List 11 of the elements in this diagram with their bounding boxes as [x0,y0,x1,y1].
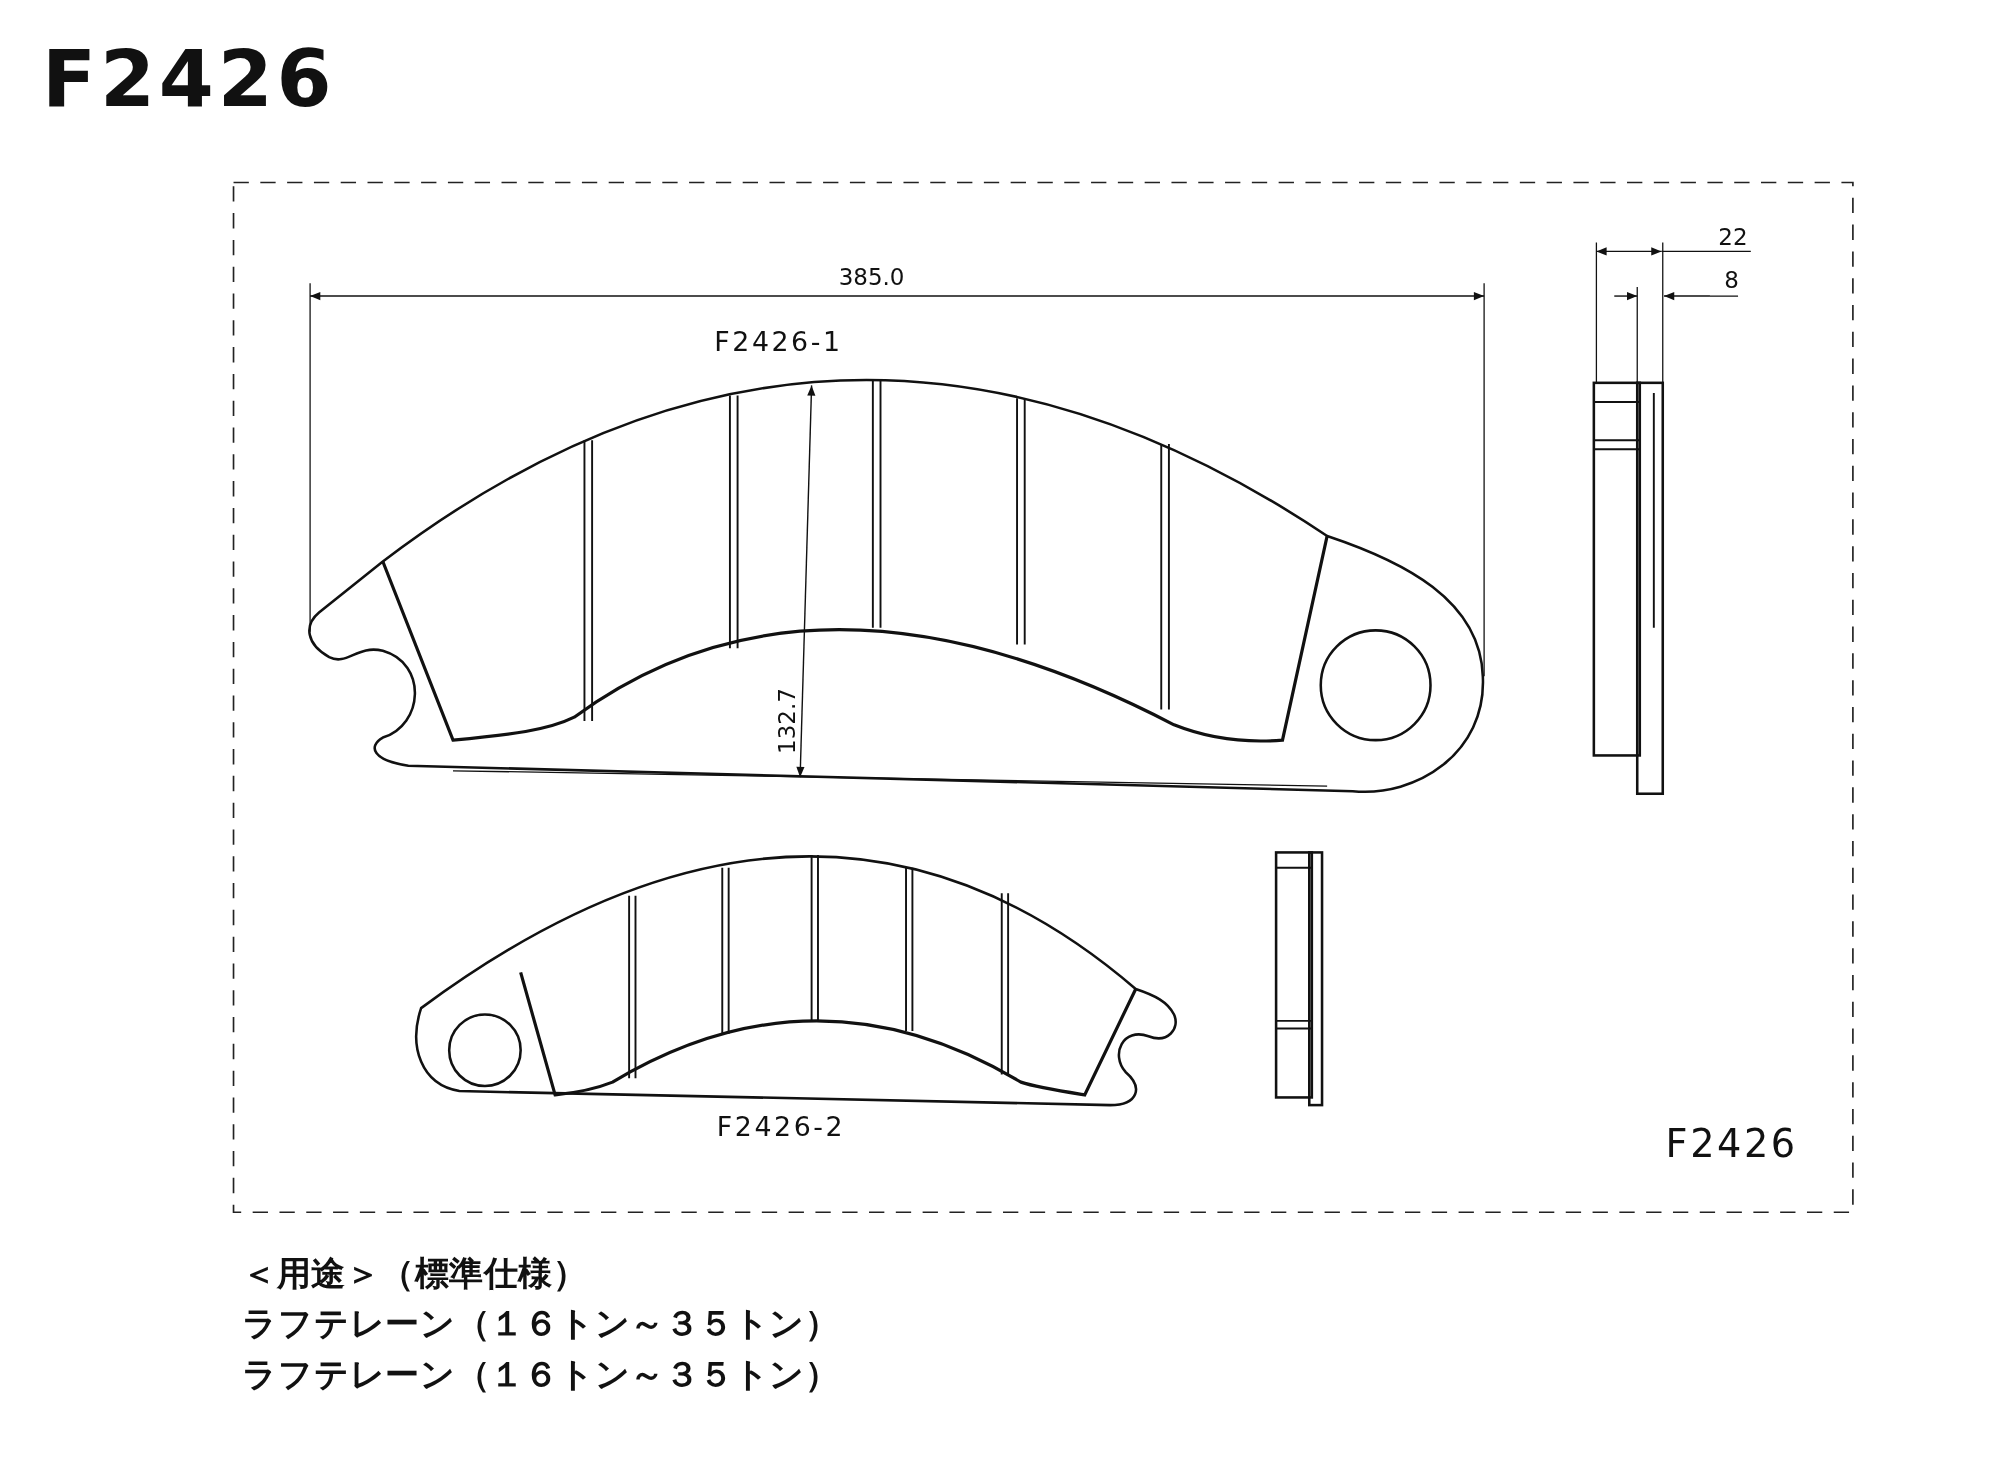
part-number: F2426-2 [716,1112,846,1143]
dimension-value: 385.0 [838,264,905,290]
dimension-value: 132.7 [774,688,800,754]
part-number: F2426-1 [714,327,843,358]
dimension-value: 8 [1724,268,1739,294]
page-title: F2426 [42,35,336,123]
usage-heading: ＜用途＞（標準仕様） [242,1254,587,1293]
usage-note: ラフテレーン（１６トン～３５トン） [242,1355,840,1394]
dimension-value: 22 [1718,224,1748,250]
part-number: F2426 [1665,1122,1798,1166]
usage-note: ラフテレーン（１６トン～３５トン） [242,1304,840,1343]
